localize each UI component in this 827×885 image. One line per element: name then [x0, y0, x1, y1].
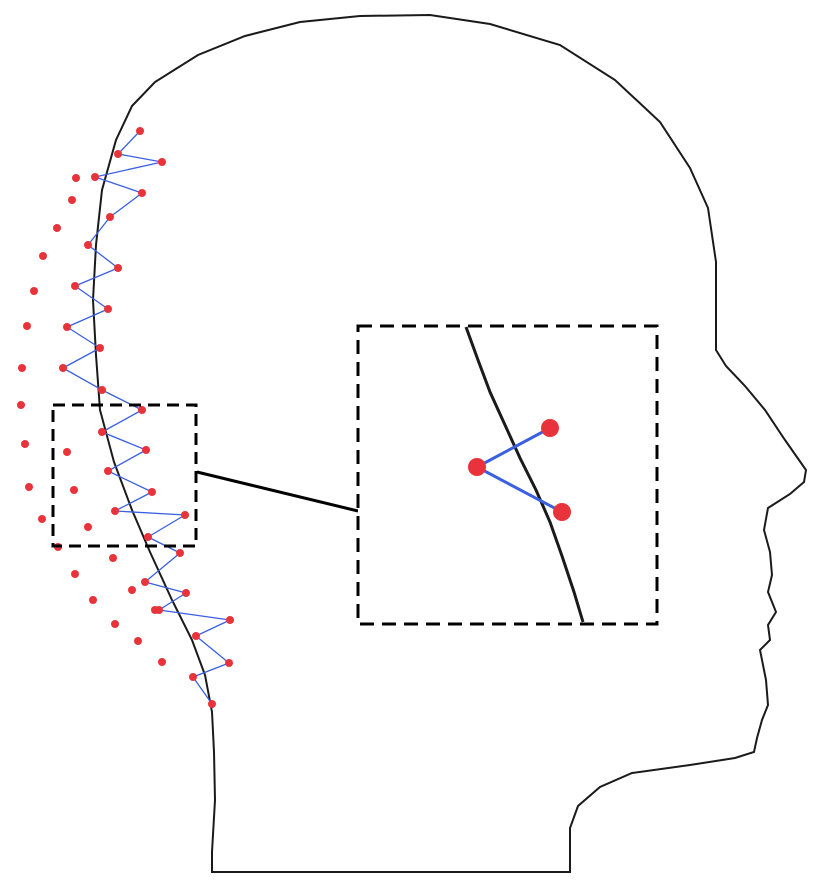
- sensor-dot: [84, 241, 92, 249]
- sensor-dot: [30, 287, 38, 295]
- sensor-dot: [182, 589, 190, 597]
- sensor-dot: [89, 596, 97, 604]
- sensor-dot: [158, 158, 166, 166]
- sensor-dot: [141, 578, 149, 586]
- sensor-dot: [21, 440, 29, 448]
- sensor-link: [147, 514, 186, 538]
- sensor-link: [158, 609, 231, 621]
- sensor-dot: [91, 173, 99, 181]
- sensor-link: [192, 676, 213, 705]
- sensor-dot: [104, 305, 112, 313]
- sensor-dot: [225, 659, 233, 667]
- source-region-box: [51, 403, 198, 548]
- sensor-dot: [39, 252, 47, 260]
- sensor-dot: [138, 189, 146, 197]
- sensor-link: [101, 389, 143, 411]
- sensor-dot: [106, 213, 114, 221]
- sensor-link: [114, 510, 186, 516]
- sensor-dot: [98, 386, 106, 394]
- sensor-dot: [68, 196, 76, 204]
- sensor-dot: [226, 616, 234, 624]
- sensor-dot: [104, 467, 112, 475]
- sensor-dot: [151, 606, 159, 614]
- sensor-link: [117, 130, 141, 155]
- sensor-dot: [98, 428, 106, 436]
- sensor-dot: [134, 637, 142, 645]
- head-outline: [91, 13, 808, 873]
- sensor-link: [195, 635, 230, 664]
- callout-connector: [196, 470, 359, 513]
- sensor-link: [107, 449, 147, 472]
- zoom-inset-box: [356, 324, 659, 626]
- sensor-dot: [111, 507, 119, 515]
- inset-sensor-dot: [468, 458, 486, 476]
- sensor-dot: [142, 446, 150, 454]
- sensor-dot: [63, 448, 71, 456]
- sensor-link: [195, 619, 231, 637]
- inset-sensor-link: [476, 426, 551, 469]
- sensor-dot: [144, 533, 152, 541]
- sensor-link: [101, 431, 147, 451]
- sensor-dot: [53, 224, 61, 232]
- sensor-link: [144, 552, 181, 583]
- sensor-link: [114, 491, 153, 512]
- sensor-dot: [71, 570, 79, 578]
- sensor-dot: [109, 554, 117, 562]
- sensor-dot: [114, 150, 122, 158]
- sensor-link: [94, 161, 163, 178]
- sensor-dot: [25, 483, 33, 491]
- sensor-link: [158, 592, 187, 611]
- inset-outline-segment: [464, 326, 585, 623]
- sensor-dot: [18, 364, 26, 372]
- sensor-dot: [71, 282, 79, 290]
- sensor-link: [87, 216, 111, 246]
- sensor-dot: [70, 486, 78, 494]
- sensor-link: [107, 470, 153, 493]
- sensor-dot: [114, 264, 122, 272]
- sensor-link: [74, 267, 119, 287]
- sensor-dot: [23, 322, 31, 330]
- sensor-link: [62, 367, 103, 391]
- sensor-link: [94, 176, 143, 194]
- sensor-dot: [138, 406, 146, 414]
- sensor-link: [101, 409, 143, 433]
- sensor-dot: [84, 523, 92, 531]
- sensor-dot: [192, 632, 200, 640]
- sensor-link: [66, 326, 101, 349]
- sensor-dot: [136, 127, 144, 135]
- sensor-dot: [59, 364, 67, 372]
- inset-sensor-link: [476, 465, 563, 514]
- sensor-link: [144, 581, 187, 594]
- sensor-dot: [158, 658, 166, 666]
- sensor-dot: [38, 515, 46, 523]
- inset-sensor-dot: [553, 503, 571, 521]
- sensor-dot: [181, 511, 189, 519]
- sensor-dot: [148, 488, 156, 496]
- sensor-dot: [208, 700, 216, 708]
- sensor-link: [109, 192, 143, 218]
- sensor-dot: [63, 323, 71, 331]
- sensor-link: [117, 153, 163, 163]
- sensor-dot: [96, 344, 104, 352]
- sensor-dot: [189, 673, 197, 681]
- sensor-dot: [72, 174, 80, 182]
- sensor-link: [74, 285, 109, 310]
- sensor-link: [87, 244, 119, 269]
- sensor-link: [66, 308, 109, 328]
- inset-sensor-dot: [541, 419, 559, 437]
- sensor-dot: [17, 401, 25, 409]
- sensor-link: [62, 347, 101, 369]
- sensor-dot: [111, 620, 119, 628]
- sensor-dot: [128, 586, 136, 594]
- sensor-dot: [176, 549, 184, 557]
- sensor-link: [192, 662, 230, 678]
